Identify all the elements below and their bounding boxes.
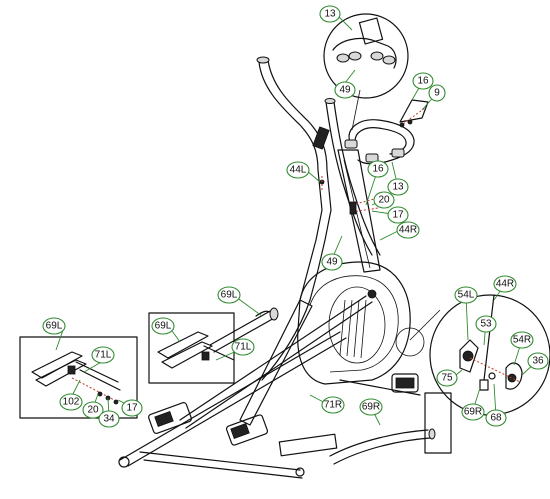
callout-54L-label: 54L bbox=[458, 290, 475, 301]
callout-44R-label: 44R bbox=[399, 225, 417, 236]
base-frame bbox=[139, 373, 421, 479]
callout-20b-label: 20 bbox=[87, 405, 99, 416]
callout-53-label: 53 bbox=[480, 319, 492, 330]
callout-71Lb-label: 71L bbox=[235, 342, 252, 353]
callout-44Rb-label: 44R bbox=[496, 279, 514, 290]
callout-16a-label: 16 bbox=[417, 76, 429, 87]
callout-69Lc-label: 69L bbox=[155, 321, 172, 332]
callout-75-label: 75 bbox=[441, 373, 453, 384]
callout-36-label: 36 bbox=[532, 356, 544, 367]
callout-17b: 17 bbox=[121, 399, 143, 417]
callout-leaders bbox=[55, 13, 539, 426]
callout-69Ra: 69R bbox=[359, 398, 383, 416]
callout-69La-label: 69L bbox=[221, 290, 238, 301]
callout-17a-label: 17 bbox=[392, 210, 404, 221]
callout-49b-label: 49 bbox=[326, 257, 338, 268]
main-mast bbox=[337, 149, 381, 273]
callout-69Lc: 69L bbox=[151, 317, 175, 335]
callout-16b: 16 bbox=[367, 160, 389, 178]
callout-69Lb-label: 69L bbox=[46, 321, 63, 332]
callout-69Rb: 69R bbox=[461, 403, 485, 421]
pedal-left bbox=[148, 402, 192, 434]
callout-68: 68 bbox=[485, 409, 507, 427]
mast-bolts bbox=[319, 176, 379, 215]
callout-17a: 17 bbox=[387, 206, 409, 224]
callout-49a-label: 49 bbox=[339, 85, 351, 96]
callout-44L: 44L bbox=[286, 161, 310, 179]
callout-34-label: 34 bbox=[103, 414, 115, 425]
callout-9: 9 bbox=[428, 84, 446, 102]
callout-54R-label: 54R bbox=[513, 335, 531, 346]
callout-69Rb-label: 69R bbox=[464, 407, 482, 418]
callout-13b-label: 13 bbox=[392, 182, 404, 193]
callout-13a: 13 bbox=[319, 5, 341, 23]
detail-box-left bbox=[19, 336, 138, 419]
callout-75: 75 bbox=[436, 369, 458, 387]
callout-71La-label: 71L bbox=[95, 350, 112, 361]
callout-68-label: 68 bbox=[490, 413, 502, 424]
pedal-rail-left bbox=[118, 331, 347, 468]
callout-71R-label: 71R bbox=[324, 400, 342, 411]
callout-102-label: 102 bbox=[63, 397, 80, 408]
callout-71R: 71R bbox=[321, 396, 345, 414]
callout-20a-label: 20 bbox=[378, 195, 390, 206]
callout-36: 36 bbox=[527, 352, 549, 370]
callout-54L: 54L bbox=[454, 286, 478, 304]
callout-20b: 20 bbox=[82, 401, 104, 419]
callout-44L-label: 44L bbox=[290, 165, 307, 176]
callout-16b-label: 16 bbox=[372, 164, 384, 175]
callout-54R: 54R bbox=[510, 331, 534, 349]
callout-49a: 49 bbox=[334, 81, 356, 99]
callout-13a-label: 13 bbox=[324, 9, 336, 20]
callout-20a: 20 bbox=[373, 191, 395, 209]
callout-102: 102 bbox=[59, 393, 83, 411]
detail-box-bottom bbox=[278, 392, 452, 465]
detail-zoom-handlebar bbox=[323, 13, 409, 131]
callout-34: 34 bbox=[98, 410, 120, 428]
pedal-right bbox=[225, 414, 269, 446]
callout-13b: 13 bbox=[387, 178, 409, 196]
callout-71Lb: 71L bbox=[231, 338, 255, 356]
console-bracket bbox=[399, 99, 429, 128]
callout-69Ra-label: 69R bbox=[362, 402, 380, 413]
callout-17b-label: 17 bbox=[126, 403, 138, 414]
callout-44R: 44R bbox=[396, 221, 420, 239]
callout-71La: 71L bbox=[91, 346, 115, 364]
callout-44Rb: 44R bbox=[493, 275, 517, 293]
left-handlebar-arm bbox=[256, 56, 332, 301]
zoom-guide-lines bbox=[395, 309, 441, 357]
callout-9-label: 9 bbox=[434, 88, 440, 99]
callout-69Lb: 69L bbox=[42, 317, 66, 335]
callout-16a: 16 bbox=[412, 72, 434, 90]
flywheel-housing bbox=[297, 261, 411, 385]
callout-53: 53 bbox=[475, 315, 497, 333]
right-handlebar-arm bbox=[324, 98, 381, 256]
callout-49b: 49 bbox=[321, 253, 343, 271]
callout-69La: 69L bbox=[217, 286, 241, 304]
